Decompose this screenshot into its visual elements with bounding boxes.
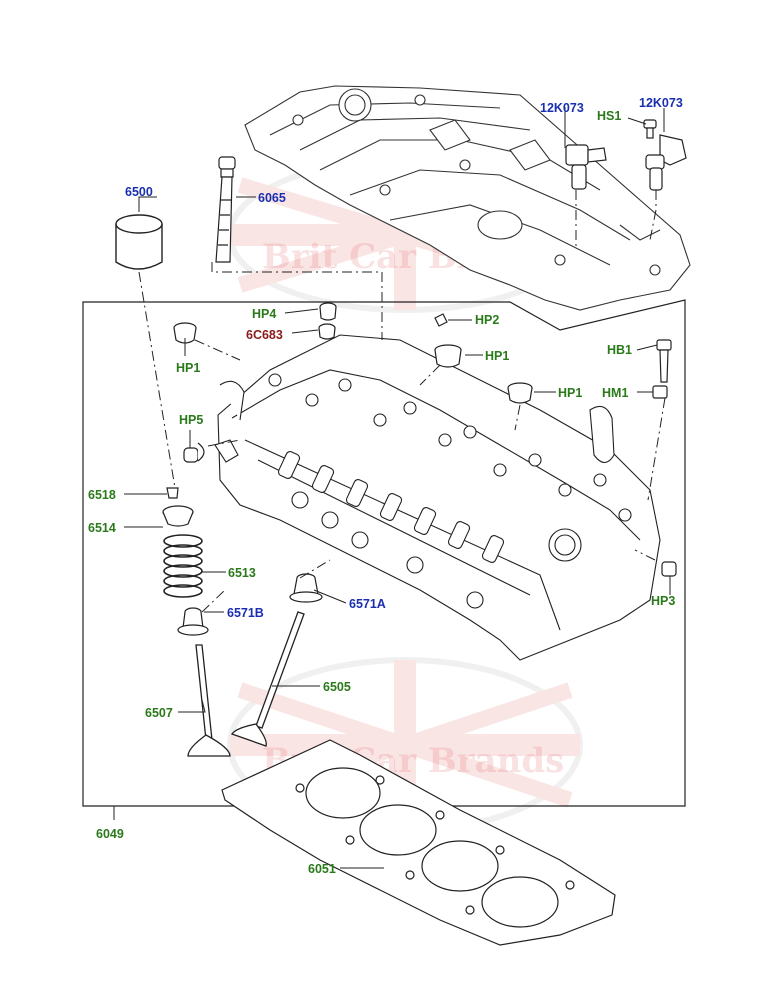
cam-cover [244,85,691,311]
callout-hm1[interactable]: HM1 [602,386,628,400]
callout-6514[interactable]: 6514 [88,521,116,535]
plug-hp1-center [434,344,462,368]
callout-12k073-left[interactable]: 12K073 [540,101,584,115]
nut-hm1 [652,385,668,399]
callout-12k073-right[interactable]: 12K073 [639,96,683,110]
callout-6571b[interactable]: 6571B [227,606,264,620]
callout-hs1[interactable]: HS1 [597,109,621,123]
valve-6505 [230,611,305,747]
tappet-bucket-6500 [115,214,163,270]
callout-6051[interactable]: 6051 [308,862,336,876]
retainer-6514 [162,505,194,527]
callout-hp5[interactable]: HP5 [179,413,203,427]
plug-hp1-left [173,322,197,344]
callout-6500[interactable]: 6500 [125,185,153,199]
callout-6571a[interactable]: 6571A [349,597,386,611]
callout-hp4[interactable]: HP4 [252,307,276,321]
cam-sensor-right [645,134,687,191]
leader-lines [113,107,671,869]
plug-hp5 [183,442,205,463]
callout-hp1-center[interactable]: HP1 [485,349,509,363]
stem-seal-6571a [289,573,323,603]
plug-hp1-right [507,382,533,404]
head-gasket-6051 [221,739,616,946]
callout-6505[interactable]: 6505 [323,680,351,694]
assembly-box [82,299,686,807]
seal-6c683 [318,323,336,340]
callout-6518[interactable]: 6518 [88,488,116,502]
callout-hp2[interactable]: HP2 [475,313,499,327]
callout-6065[interactable]: 6065 [258,191,286,205]
stem-seal-6571b [177,607,209,636]
plug-hp4 [319,302,337,321]
callout-6507[interactable]: 6507 [145,706,173,720]
callout-hb1[interactable]: HB1 [607,343,632,357]
callout-6c683[interactable]: 6C683 [246,328,283,342]
callout-6513[interactable]: 6513 [228,566,256,580]
callout-hp1-right[interactable]: HP1 [558,386,582,400]
plug-hp3 [661,561,677,577]
callout-6049[interactable]: 6049 [96,827,124,841]
sensor-bolt-hs1 [643,119,657,139]
dash-lines [138,190,666,613]
plug-hp2 [434,313,448,327]
callout-hp1-left[interactable]: HP1 [176,361,200,375]
bolt-hb1 [656,339,672,383]
callout-hp3[interactable]: HP3 [651,594,675,608]
valve-6507 [187,644,231,757]
cylinder-head [214,334,661,661]
valve-spring-6513 [163,534,203,598]
collet-6518 [166,487,179,499]
head-bolt-6065 [215,156,236,263]
cam-sensor-left [565,144,607,190]
